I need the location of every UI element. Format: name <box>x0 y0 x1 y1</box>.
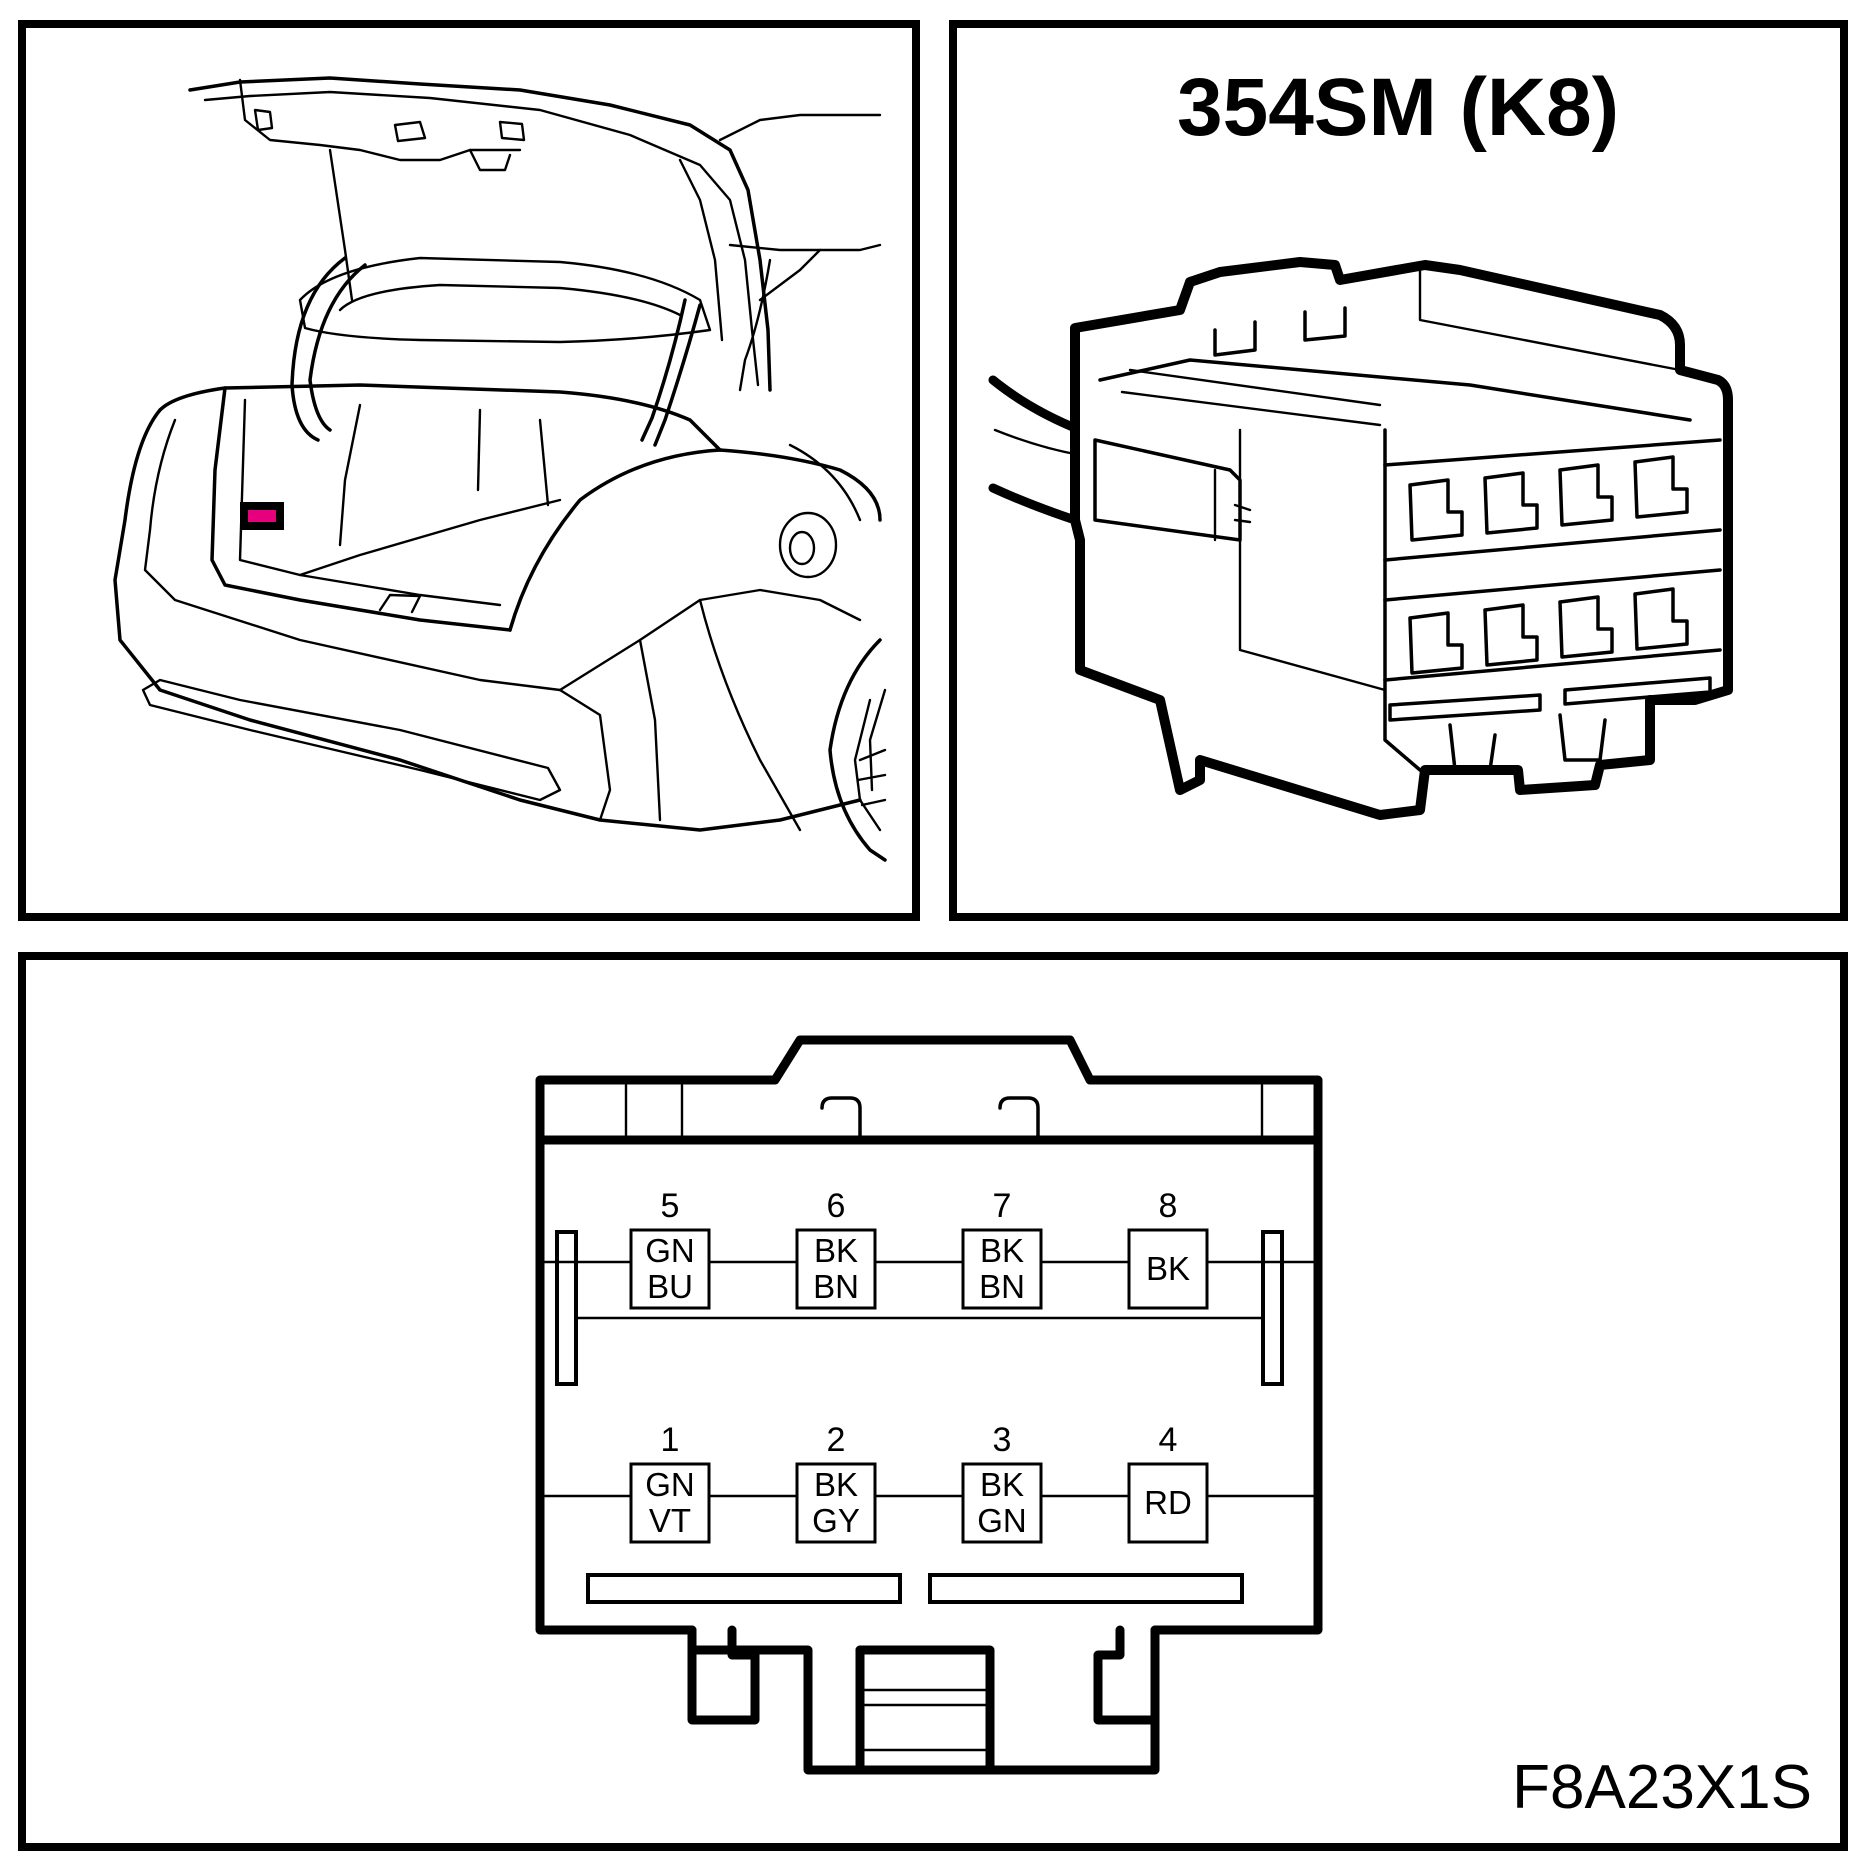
pin-2-number: 2 <box>827 1421 846 1459</box>
pin-8: 8 BK <box>1127 1187 1209 1310</box>
pin-5-number: 5 <box>661 1187 680 1225</box>
connector-view-panel-frame <box>949 20 1848 921</box>
pin-1-cavity <box>629 1462 711 1544</box>
pin-8-cavity <box>1127 1228 1209 1310</box>
pin-4-cavity <box>1127 1462 1209 1544</box>
pin-3-color-2: GN <box>977 1502 1027 1539</box>
pin-1: 1 GN VT <box>629 1421 711 1544</box>
pin-3-number: 3 <box>993 1421 1012 1459</box>
pin-1-number: 1 <box>661 1421 680 1459</box>
pin-2-color-1: BK <box>814 1466 858 1503</box>
pin-8-number: 8 <box>1159 1187 1178 1225</box>
pin-3-color-1: BK <box>980 1466 1024 1503</box>
pin-5-color-2: BU <box>647 1268 693 1305</box>
pin-2: 2 BK GY <box>795 1421 877 1544</box>
pin-7-number: 7 <box>993 1187 1012 1225</box>
pin-1-color-1: GN <box>645 1466 695 1503</box>
pin-6: 6 BK BN <box>795 1187 877 1310</box>
pin-5-color-1: GN <box>645 1232 695 1269</box>
pin-3: 3 BK GN <box>961 1421 1043 1544</box>
location-panel-frame <box>18 20 920 921</box>
pin-5: 5 GN BU <box>629 1187 711 1310</box>
pin-7: 7 BK BN <box>961 1187 1043 1310</box>
pin-5-cavity <box>629 1228 711 1310</box>
pin-4-number: 4 <box>1159 1421 1178 1459</box>
pin-7-color-2: BN <box>979 1268 1025 1305</box>
connector-title: 354SM (K8) <box>1177 62 1619 153</box>
connector-location-marker <box>248 510 276 522</box>
pin-6-cavity <box>795 1228 877 1310</box>
pin-6-color-2: BN <box>813 1268 859 1305</box>
pin-2-cavity <box>795 1462 877 1544</box>
connector-face-outline <box>535 1035 1323 1775</box>
pin-7-color-1: BK <box>980 1232 1024 1269</box>
connector-3d-upper-cavities <box>1383 438 1722 562</box>
figure-code: F8A23X1S <box>1512 1753 1812 1822</box>
pin-7-cavity <box>961 1228 1043 1310</box>
pin-8-color-1: BK <box>1146 1250 1190 1287</box>
pin-3-cavity <box>961 1462 1043 1544</box>
pin-4: 4 RD <box>1127 1421 1209 1544</box>
pin-6-number: 6 <box>827 1187 846 1225</box>
connector-3d-lower-cavities <box>1383 568 1722 682</box>
pin-6-color-1: BK <box>814 1232 858 1269</box>
car-rear-illustration <box>113 76 887 862</box>
pin-2-color-2: GY <box>812 1502 860 1539</box>
pinout-panel-frame <box>18 952 1848 1851</box>
pin-4-color-1: RD <box>1144 1484 1192 1521</box>
connector-3d-illustration <box>988 257 1733 820</box>
pin-1-color-2: VT <box>649 1502 691 1539</box>
